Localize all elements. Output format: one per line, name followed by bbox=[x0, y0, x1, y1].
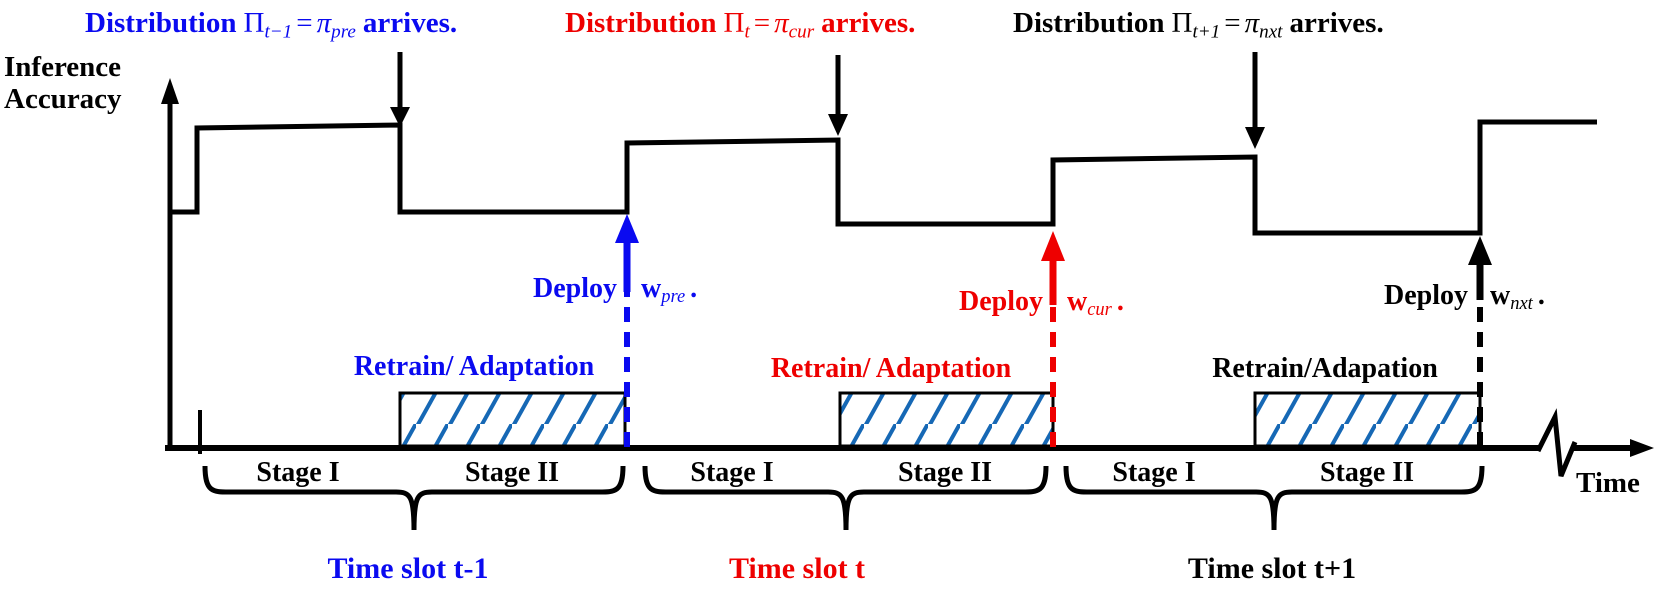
arrival-arrow-1 bbox=[390, 52, 410, 127]
stage-label-slot1-stage2: Stage II bbox=[464, 457, 560, 488]
y-axis-label: Inference Accuracy bbox=[4, 51, 122, 116]
arrival-arrowhead-2-icon bbox=[828, 114, 848, 136]
stage-label-slot3-stage1: Stage I bbox=[1112, 457, 1196, 488]
arrival-arrowhead-3-icon bbox=[1245, 127, 1265, 149]
arrival-arrow-2 bbox=[828, 55, 848, 136]
deploy-3-sub: nxt bbox=[1510, 293, 1533, 314]
brace-slot-1 bbox=[202, 465, 626, 531]
deploy-3-period: . bbox=[1537, 280, 1545, 311]
distribution-2-word1: Distribution bbox=[565, 7, 717, 39]
y-axis-label-line1: Inference bbox=[4, 51, 122, 83]
distribution-2-word2: arrives. bbox=[821, 7, 916, 39]
retrain-label-2: Retrain/ Adaptation bbox=[770, 353, 1012, 384]
deploy-1-sub: pre bbox=[661, 286, 686, 307]
deploy-1-period: . bbox=[690, 273, 698, 304]
deploy-2-period: . bbox=[1116, 286, 1124, 317]
arrival-arrow-3 bbox=[1245, 52, 1265, 149]
stage-label-slot2-stage1: Stage I bbox=[690, 457, 774, 488]
timeslot-label-1: Time slot t-1 bbox=[327, 552, 489, 585]
arrival-arrowhead-1-icon bbox=[390, 107, 410, 127]
retrain-hatch-rect-1 bbox=[398, 391, 627, 448]
x-axis-arrowhead-icon bbox=[1630, 439, 1654, 457]
deploy-label-2-word: Deploy bbox=[959, 286, 1043, 317]
distribution-1-sym: Πt−1=πpre bbox=[243, 7, 356, 43]
stage-label-slot3-stage2: Stage II bbox=[1319, 457, 1415, 488]
deploy-arrowhead-1-icon bbox=[615, 214, 639, 243]
stage-label-slot2-stage2: Stage II bbox=[897, 457, 993, 488]
retrain-label-3: Retrain/Adapation bbox=[1212, 353, 1438, 384]
deploy-arrow-2 bbox=[1041, 231, 1065, 447]
stage-label-slot1-stage1: Stage I bbox=[256, 457, 340, 488]
retrain-hatch-rect-3 bbox=[1253, 391, 1482, 448]
timeslot-label-3: Time slot t+1 bbox=[1187, 552, 1357, 585]
y-axis-label-line2: Accuracy bbox=[4, 82, 122, 115]
deploy-3-w: w bbox=[1490, 280, 1511, 311]
deploy-label-2-model: wcur. bbox=[1067, 286, 1124, 320]
deploy-2-w: w bbox=[1067, 286, 1088, 317]
deploy-arrow-3 bbox=[1468, 236, 1492, 447]
retrain-label-1: Retrain/ Adaptation bbox=[353, 351, 595, 382]
deploy-label-3-model: wnxt. bbox=[1490, 280, 1545, 314]
timeslot-label-2: Time slot t bbox=[728, 552, 866, 585]
deploy-2-sub: cur bbox=[1087, 299, 1112, 320]
distribution-2-sym: Πt=πcur bbox=[723, 7, 815, 43]
distribution-3-sym: Πt+1=πnxt bbox=[1171, 7, 1283, 43]
distribution-3-word1: Distribution bbox=[1013, 7, 1165, 39]
deploy-1-w: w bbox=[641, 273, 662, 304]
brace-slot-3 bbox=[1063, 465, 1485, 531]
accuracy-step-curve bbox=[172, 119, 1597, 236]
deploy-label-3-word: Deploy bbox=[1384, 280, 1468, 311]
axis-break-icon bbox=[1535, 408, 1578, 477]
distribution-1-word2: arrives. bbox=[362, 7, 458, 39]
deploy-label-1-word: Deploy bbox=[533, 273, 617, 304]
deploy-arrowhead-2-icon bbox=[1041, 231, 1065, 261]
deploy-arrow-1 bbox=[615, 214, 639, 447]
retrain-hatch-rect-2 bbox=[838, 391, 1055, 448]
x-axis-label: Time bbox=[1576, 467, 1640, 499]
distribution-3-word2: arrives. bbox=[1289, 7, 1384, 39]
deploy-arrowhead-3-icon bbox=[1468, 236, 1492, 265]
brace-slot-2 bbox=[642, 465, 1049, 531]
deploy-label-1-model: wpre. bbox=[641, 273, 698, 307]
distribution-1-word1: Distribution bbox=[85, 7, 237, 39]
y-axis-arrowhead-icon bbox=[161, 78, 179, 104]
